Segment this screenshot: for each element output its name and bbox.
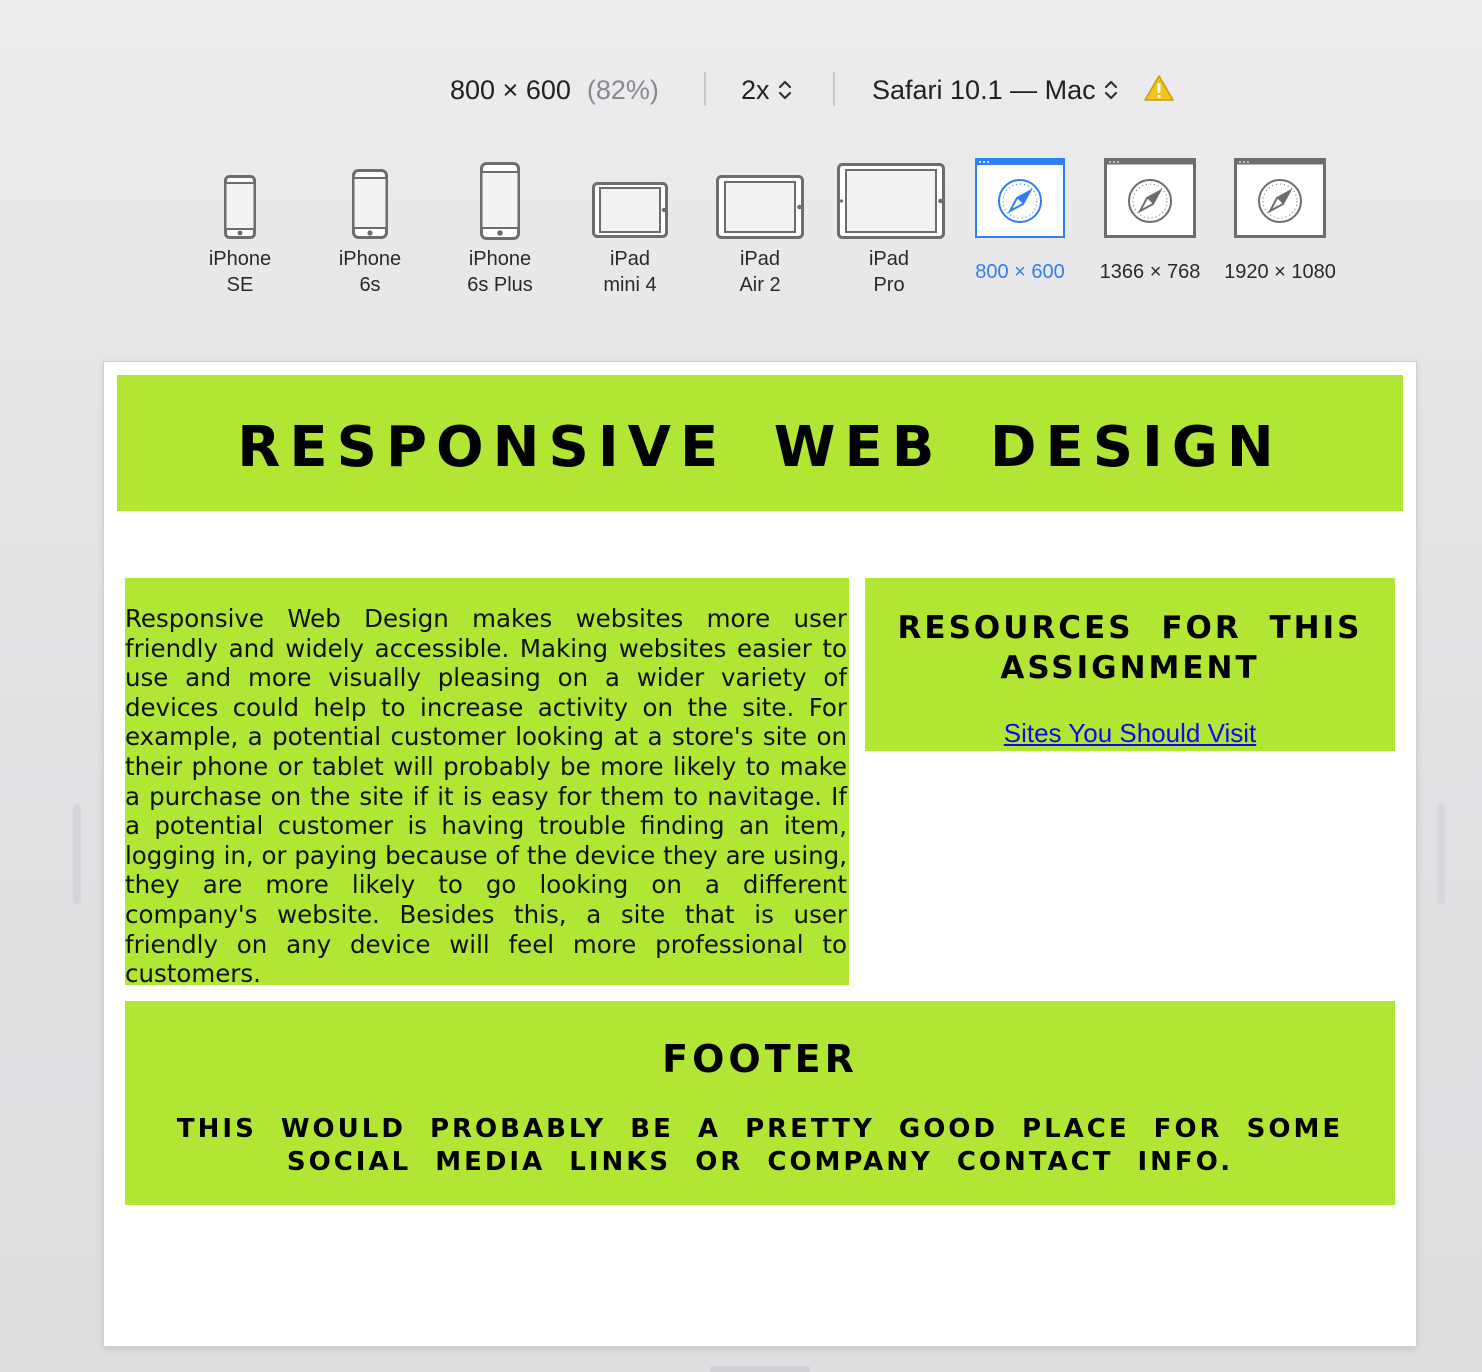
zoom-percentage: (82%) <box>586 74 659 105</box>
device-name: iPhone <box>208 248 272 270</box>
device-ipad-mini-4[interactable]: iPad mini 4 <box>580 160 680 300</box>
article-text: Responsive Web Design makes websites mor… <box>125 604 847 989</box>
viewport-size: 800 × 600 <box>450 74 571 105</box>
device-model: 6s Plus <box>467 274 533 296</box>
sites-link[interactable]: Sites You Should Visit <box>1003 718 1257 748</box>
device-model: 6s <box>359 274 381 296</box>
safari-compass-icon <box>975 158 1065 238</box>
device-800x600[interactable]: 800 × 600 <box>960 156 1080 296</box>
device-model: Air 2 <box>739 274 781 296</box>
device-resolution: 800 × 600 <box>975 261 1065 283</box>
safari-compass-icon <box>1234 158 1326 238</box>
device-iphone-6s[interactable]: iPhone 6s <box>320 160 420 300</box>
device-1366x768[interactable]: 1366 × 768 <box>1090 156 1210 296</box>
warning-triangle-icon[interactable] <box>1143 74 1175 107</box>
pixel-ratio-label: 2x <box>741 74 770 105</box>
updown-chevron-icon <box>1104 78 1118 102</box>
toolbar-divider <box>833 72 835 106</box>
tablet-icon <box>592 182 668 238</box>
page-footer: Footer This would probably be a pretty g… <box>125 1001 1395 1205</box>
resources-aside: Resources for this assignment Sites You … <box>865 578 1395 751</box>
device-iphone-6s-plus[interactable]: iPhone 6s Plus <box>450 160 550 300</box>
device-resolution: 1366 × 768 <box>1099 261 1201 283</box>
device-model: mini 4 <box>603 274 657 296</box>
bottom-resize-handle[interactable] <box>710 1366 810 1372</box>
page-header: Responsive Web Design <box>117 375 1403 511</box>
tablet-icon <box>837 163 945 239</box>
article-section: Responsive Web Design makes websites mor… <box>125 578 849 988</box>
device-name: iPhone <box>468 248 532 270</box>
device-1920x1080[interactable]: 1920 × 1080 <box>1220 156 1340 296</box>
device-name: iPad <box>609 248 651 270</box>
user-agent-popup[interactable]: Safari 10.1 — Mac <box>872 68 1118 112</box>
device-resolution: 1920 × 1080 <box>1224 261 1336 283</box>
responsive-design-toolbar: 800 × 600 (82%) 2x Safari 10.1 — Mac <box>0 68 1482 112</box>
toolbar-divider <box>704 72 706 106</box>
page-title: Responsive Web Design <box>237 415 1283 480</box>
footer-text: This would probably be a pretty good pla… <box>176 1114 1344 1177</box>
safari-compass-icon <box>1104 158 1196 238</box>
device-model: SE <box>226 274 254 296</box>
phone-icon <box>480 162 520 240</box>
phone-icon <box>352 169 388 239</box>
footer-title: Footer <box>662 1037 858 1081</box>
viewport-frame: Responsive Web Design Responsive Web Des… <box>104 362 1416 1346</box>
user-agent-label: Safari 10.1 — Mac <box>872 74 1096 105</box>
pixel-ratio-popup[interactable]: 2x <box>741 68 792 112</box>
tablet-icon <box>716 175 804 239</box>
left-resize-handle[interactable] <box>73 804 81 904</box>
updown-chevron-icon <box>778 78 792 102</box>
device-model: Pro <box>873 274 905 296</box>
device-name: iPad <box>739 248 781 270</box>
aside-title: Resources for this assignment <box>897 610 1363 686</box>
viewport-size-readout: 800 × 600 (82%) <box>450 68 659 112</box>
device-name: iPhone <box>338 248 402 270</box>
phone-icon <box>224 175 256 239</box>
device-name: iPad <box>868 248 910 270</box>
right-resize-handle[interactable] <box>1437 804 1445 904</box>
